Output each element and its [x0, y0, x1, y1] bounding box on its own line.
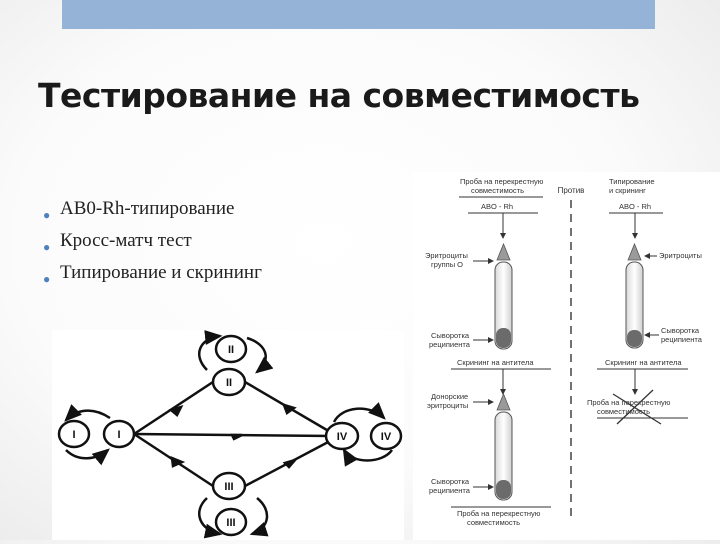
feedback-arc — [342, 447, 394, 467]
test-tube — [494, 242, 513, 350]
bullet-dot-icon: ● — [43, 272, 51, 286]
bullet-text: AB0-Rh-типирование — [60, 198, 235, 219]
stage-diagram-svg: I I II II III III IV IV — [57, 330, 403, 539]
slide-title: Тестирование на совместимость — [38, 76, 640, 115]
versus-label: Против — [558, 186, 585, 195]
stage-node — [57, 419, 91, 449]
left-screening-label: Скрининг на антитела — [457, 358, 534, 367]
feedback-arc — [246, 336, 274, 374]
feedback-arc — [64, 404, 111, 422]
arrow-head — [170, 456, 186, 468]
right-erythro-label: Эритроциты — [659, 251, 702, 260]
bullet-text: Кросс-матч тест — [60, 230, 192, 251]
stage-node — [211, 367, 247, 397]
left-erythro-label: группы О — [431, 260, 463, 269]
left-serum-label: реципиента — [429, 340, 471, 349]
bullet-item: ● Типирование и скрининг — [40, 261, 262, 293]
stage-node-label: III — [224, 481, 233, 493]
feedback-arc — [65, 448, 110, 466]
right-serum-label: реципиента — [661, 335, 703, 344]
left-donor-label: Донорские — [431, 392, 468, 401]
test-tube — [494, 392, 513, 501]
left-footer-line: совместимость — [467, 518, 520, 527]
test-tube — [625, 242, 644, 349]
bullet-text: Типирование и скрининг — [60, 262, 262, 283]
left-serum2-label: реципиента — [429, 486, 471, 495]
stage-node — [214, 334, 248, 364]
stage-node-label: II — [226, 377, 232, 389]
bullet-item: ● AB0-Rh-типирование — [40, 197, 262, 229]
feedback-arc — [249, 497, 269, 537]
compatibility-test-image: Против Проба на перекрестную совместимос… — [413, 172, 720, 540]
stage-node-label: II — [228, 344, 234, 356]
right-header-line: Типирование — [609, 177, 655, 186]
feedback-arc — [332, 402, 386, 423]
bullet-dot-icon: ● — [43, 208, 51, 222]
bullet-list: ● AB0-Rh-типирование ● Кросс-матч тест ● Ти… — [40, 197, 262, 293]
top-accent-band — [62, 0, 655, 29]
right-serum-label: Сыворотка — [661, 326, 700, 335]
arrow-head — [281, 403, 297, 415]
arrow-head — [282, 457, 299, 469]
bullet-dot-icon: ● — [43, 240, 51, 254]
left-erythro-label: Эритроциты — [425, 251, 468, 260]
right-crossed-line: совместимость — [597, 407, 650, 416]
left-donor-label: эритроциты — [427, 401, 468, 410]
feedback-arc — [198, 497, 223, 539]
stage-node — [102, 419, 136, 449]
right-screening-label: Скрининг на антитела — [605, 358, 682, 367]
right-header-line: и скрининг — [609, 186, 646, 195]
left-serum-label: Сыворотка — [431, 331, 470, 340]
stage-node — [214, 507, 248, 537]
stage-node-label: I — [72, 429, 75, 441]
right-crossed-line: Проба на перекрестную — [587, 398, 671, 407]
arrow-head — [229, 433, 243, 441]
stage-node-label: IV — [381, 431, 392, 443]
stage-node-label: IV — [337, 431, 348, 443]
cross-out-icon — [612, 389, 662, 425]
left-serum2-label: Сыворотка — [431, 477, 470, 486]
stage-node — [324, 421, 360, 451]
stage-node-label: I — [117, 429, 120, 441]
feedback-arc — [198, 330, 223, 371]
stage-node-label: III — [226, 517, 235, 529]
stage-diagram-image: I I II II III III IV IV — [52, 330, 404, 540]
left-box1-label: ABO - Rh — [481, 202, 513, 211]
bullet-item: ● Кросс-матч тест — [40, 229, 262, 261]
right-box1-label: ABO - Rh — [619, 202, 651, 211]
left-footer-line: Проба на перекрестную — [457, 509, 541, 518]
left-header-line: Проба на перекрестную — [460, 177, 544, 186]
left-header-line: совместимость — [471, 186, 524, 195]
stage-node — [211, 471, 247, 501]
arrow-head — [168, 404, 184, 417]
stage-node — [369, 421, 403, 451]
compatibility-test-svg: Против Проба на перекрестную совместимос… — [425, 177, 703, 527]
